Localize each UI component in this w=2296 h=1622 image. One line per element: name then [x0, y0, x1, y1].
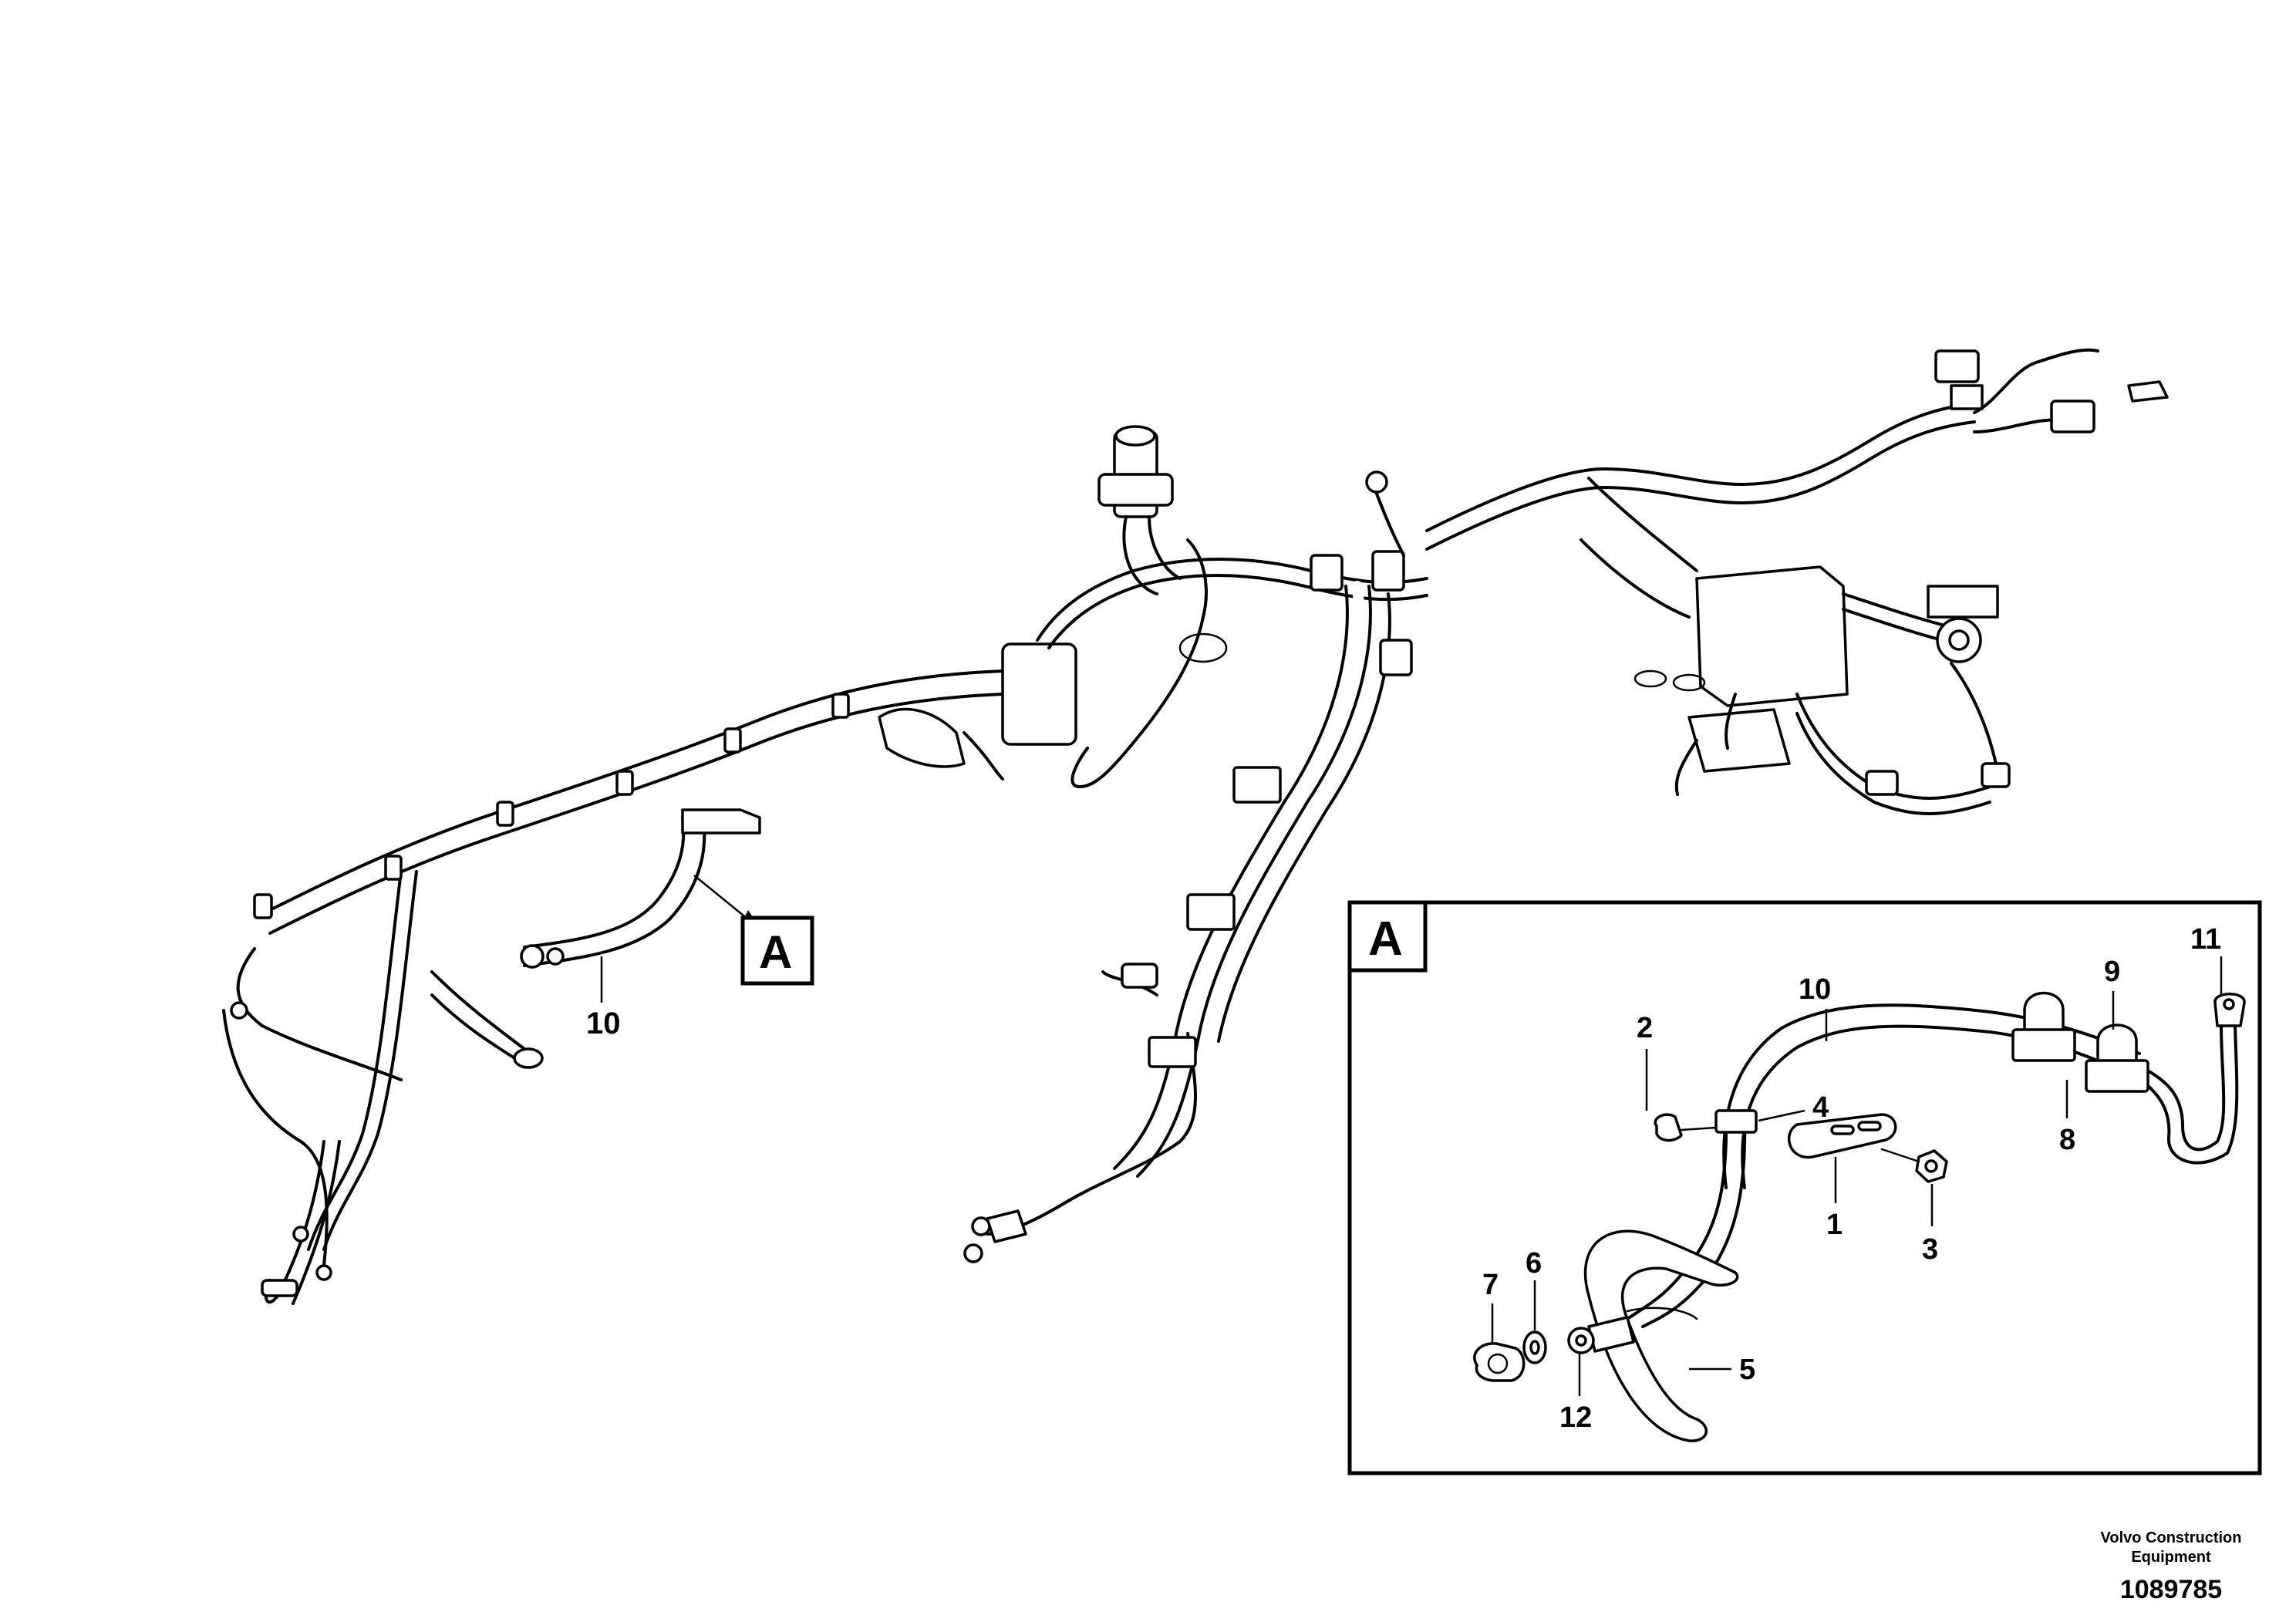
callout-4: 4 [1812, 1091, 1829, 1124]
main-harness [222, 348, 2169, 1305]
callout-2: 2 [1637, 1012, 1653, 1044]
detail-view-a: A [1347, 900, 2262, 1475]
callout-1: 1 [1826, 1209, 1843, 1241]
detail-view-label: A [1368, 912, 1403, 966]
detail-leaders [1491, 956, 2223, 1396]
callout-7: 7 [1482, 1269, 1499, 1301]
company-name-line2: Equipment [2131, 1549, 2211, 1566]
view-marker-a-box [740, 916, 814, 986]
detail-callouts: 2 10 9 11 8 4 1 3 5 7 6 12 [1482, 923, 2221, 1434]
detail-view-label-box [1347, 900, 1428, 973]
callout-8: 8 [2059, 1124, 2075, 1156]
view-marker-a: A [759, 926, 792, 978]
footer: Volvo Construction Equipment 1089785 [2101, 1529, 2242, 1604]
callout-5: 5 [1739, 1354, 1755, 1386]
drawing-number: 1089785 [2120, 1575, 2222, 1604]
company-name-line1: Volvo Construction [2101, 1529, 2242, 1546]
callout-12: 12 [1559, 1401, 1592, 1434]
callout-6: 6 [1526, 1247, 1542, 1280]
callout-9: 9 [2104, 956, 2120, 988]
callout-3: 3 [1922, 1233, 1938, 1266]
callout-11: 11 [2190, 923, 2221, 956]
callout-10-overview: 10 [586, 1007, 621, 1040]
callout-10-detail: 10 [1799, 973, 1831, 1006]
overview-callouts: 10 A [586, 875, 814, 1040]
